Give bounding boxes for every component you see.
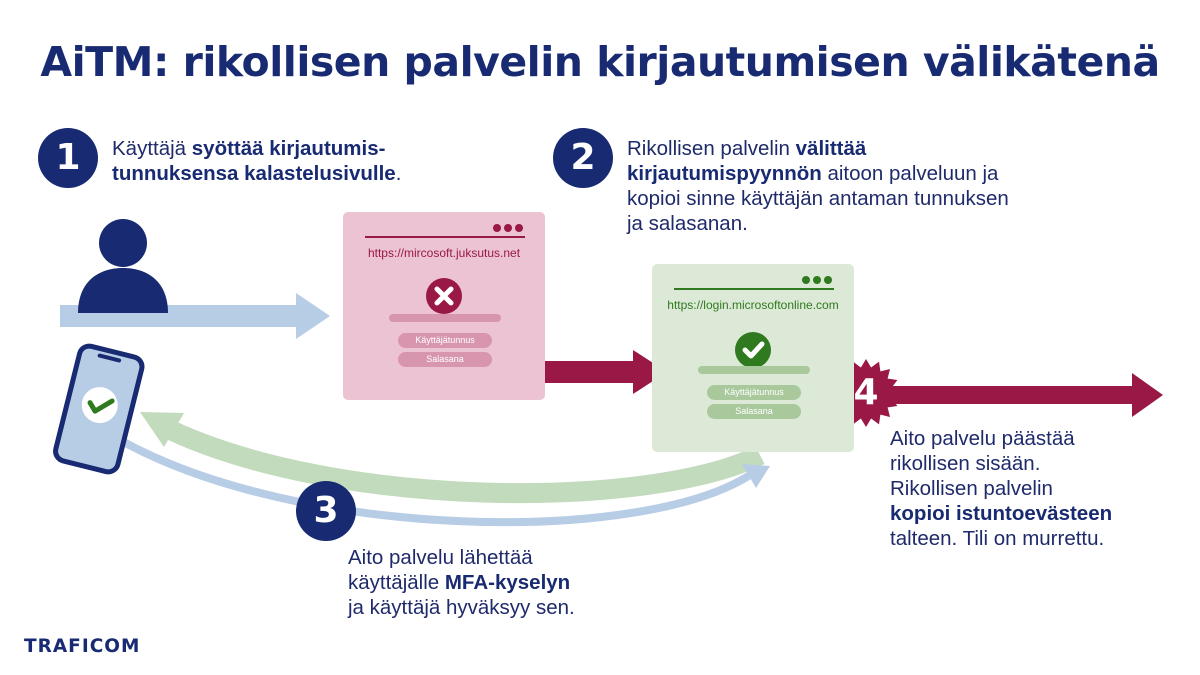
window-dots [490,222,523,234]
username-field[interactable]: Käyttäjätunnus [398,333,492,348]
phishing-login-window: https://mircosoft.juksutus.net Käyttäjät… [343,212,545,400]
arrow-phishing-to-legit [545,350,667,394]
traficom-logo: TRAFICOM [24,636,141,657]
username-field[interactable]: Käyttäjätunnus [707,385,801,400]
page-title: AiTM: rikollisen palvelin kirjautumisen … [40,38,1160,86]
password-field[interactable]: Salasana [707,404,801,419]
step-4-badge: 4 [853,372,879,413]
password-field[interactable]: Salasana [398,352,492,367]
step-1-text: Käyttäjä syöttää kirjautumis-tunnuksensa… [112,137,402,185]
legit-login-window: https://login.microsoftonline.com Käyttä… [652,264,854,452]
checkmark-icon [735,332,771,368]
arrow-mfa-to-phone [140,412,765,504]
user-icon [78,219,168,313]
arrow-legit-to-attacker [855,373,1163,417]
step-1-badge: 1 [38,128,98,188]
phishing-url: https://mircosoft.juksutus.net [367,246,521,260]
step-2-badge: 2 [553,128,613,188]
form-bar [698,366,810,374]
step-3-badge: 3 [296,481,356,541]
x-icon [426,278,462,314]
phone-icon [53,343,145,475]
arrow-approve-to-service [118,436,770,527]
form-bar [389,314,501,322]
window-dots [799,274,832,286]
legit-url: https://login.microsoftonline.com [667,298,839,312]
